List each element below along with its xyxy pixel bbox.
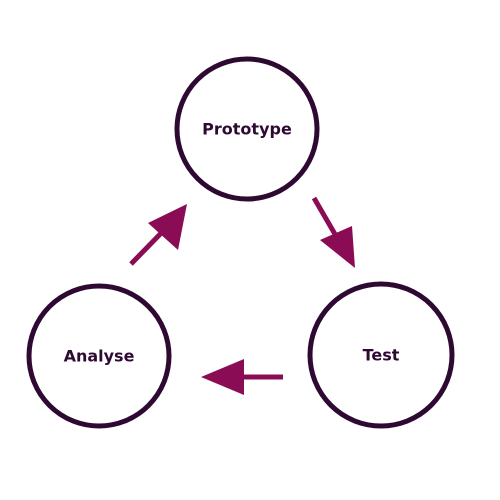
arrow-test-to-analyse	[201, 359, 283, 395]
node-prototype-label: Prototype	[202, 120, 292, 139]
arrow-analyse-to-prototype-head	[148, 204, 187, 250]
node-test-circle	[307, 281, 455, 429]
node-test-label: Test	[363, 346, 400, 365]
arrow-test-to-analyse-head	[201, 359, 244, 395]
arrow-analyse-to-prototype	[129, 204, 187, 266]
node-test: Test	[307, 281, 455, 429]
arrow-prototype-to-test	[311, 196, 355, 268]
arrow-prototype-to-test-head	[320, 226, 355, 268]
node-analyse: Analyse	[26, 283, 172, 429]
node-prototype: Prototype	[174, 56, 320, 202]
node-analyse-label: Analyse	[64, 347, 135, 366]
node-analyse-circle	[26, 283, 172, 429]
node-prototype-circle	[174, 56, 320, 202]
